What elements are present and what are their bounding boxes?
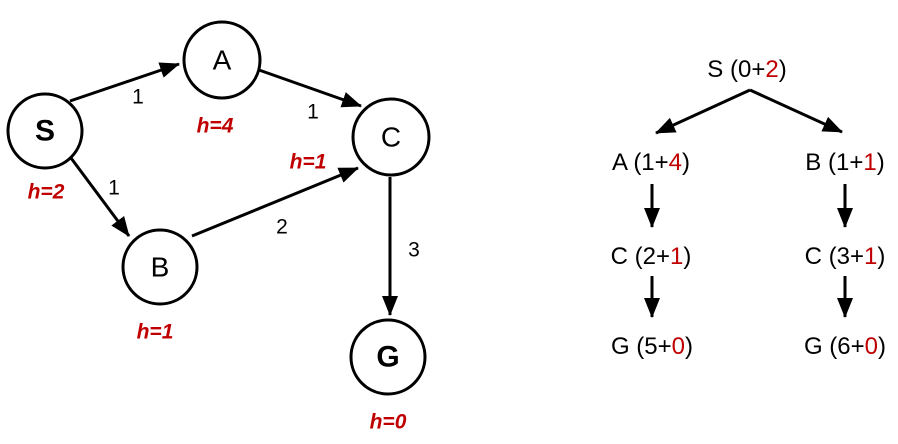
edge-cost-A-C: 1 <box>307 100 319 124</box>
edge-cost-C-G: 3 <box>408 238 420 262</box>
tree-node-C-left-h: 1 <box>670 243 684 270</box>
tree-node-G-right-g: G (6+ <box>803 333 865 360</box>
tree-node-G-left: G (5+0) <box>611 335 693 359</box>
heuristic-label-S: h=2 <box>27 180 65 204</box>
tree-node-C-left: C (2+1) <box>611 245 692 269</box>
graph-node-A-label: A <box>212 44 232 75</box>
tree-node-C-left-close: ) <box>683 243 692 270</box>
tree-node-G-right: G (6+0) <box>804 335 886 359</box>
edge-cost-B-C: 2 <box>276 215 288 239</box>
tree-node-A-close: ) <box>682 149 691 176</box>
tree-node-G-left-g: G (5+ <box>610 333 672 360</box>
tree-node-A: A (1+4) <box>612 151 690 175</box>
tree-arrow-S-B <box>749 88 843 134</box>
graph-node-G-label: G <box>376 340 400 373</box>
tree-node-A-h: 4 <box>668 149 683 176</box>
tree-node-B: B (1+1) <box>805 151 884 175</box>
tree-arrow-S-A <box>655 88 751 135</box>
edge-cost-S-A: 1 <box>132 85 144 109</box>
graph-edge-A-C-arrow <box>258 68 362 108</box>
graph-node-C: C <box>351 97 431 177</box>
tree-node-S-h: 2 <box>765 56 779 83</box>
tree-node-A-g: A (1+ <box>611 149 669 176</box>
tree-node-B-close: ) <box>876 149 885 176</box>
tree-node-C-left-g: C (2+ <box>610 243 670 270</box>
heuristic-label-A: h=4 <box>196 114 234 138</box>
graph-edge-S-A-arrow <box>69 62 180 103</box>
graph-node-C-label: C <box>380 121 402 152</box>
heuristic-label-C: h=1 <box>289 150 327 174</box>
graph-node-B-label: B <box>150 251 170 282</box>
graph-node-G: G <box>349 318 427 396</box>
tree-node-S-close: ) <box>778 56 787 83</box>
tree-node-B-h: 1 <box>863 149 877 176</box>
tree-node-G-left-close: ) <box>685 333 694 360</box>
tree-node-S-g: S (0+ <box>707 56 766 83</box>
graph-node-S-label: S <box>34 114 55 147</box>
tree-node-G-right-h: 0 <box>864 333 879 360</box>
edge-cost-S-B: 1 <box>108 176 120 200</box>
graph-node-B: B <box>121 228 199 306</box>
graph-node-S: S <box>6 92 84 170</box>
heuristic-label-G: h=0 <box>369 410 407 434</box>
graph-edge-S-B-arrow <box>69 157 131 237</box>
tree-node-B-g: B (1+ <box>805 149 864 176</box>
tree-node-C-right-g: C (3+ <box>804 243 864 270</box>
heuristic-label-B: h=1 <box>136 320 174 344</box>
tree-node-C-right: C (3+1) <box>805 245 886 269</box>
tree-node-G-left-h: 0 <box>671 333 686 360</box>
tree-node-G-right-close: ) <box>878 333 887 360</box>
tree-node-C-right-close: ) <box>877 243 886 270</box>
graph-edge-B-C-arrow <box>191 166 359 238</box>
tree-node-C-right-h: 1 <box>864 243 878 270</box>
tree-node-S: S (0+2) <box>707 58 786 82</box>
graph-node-A: A <box>182 20 262 100</box>
